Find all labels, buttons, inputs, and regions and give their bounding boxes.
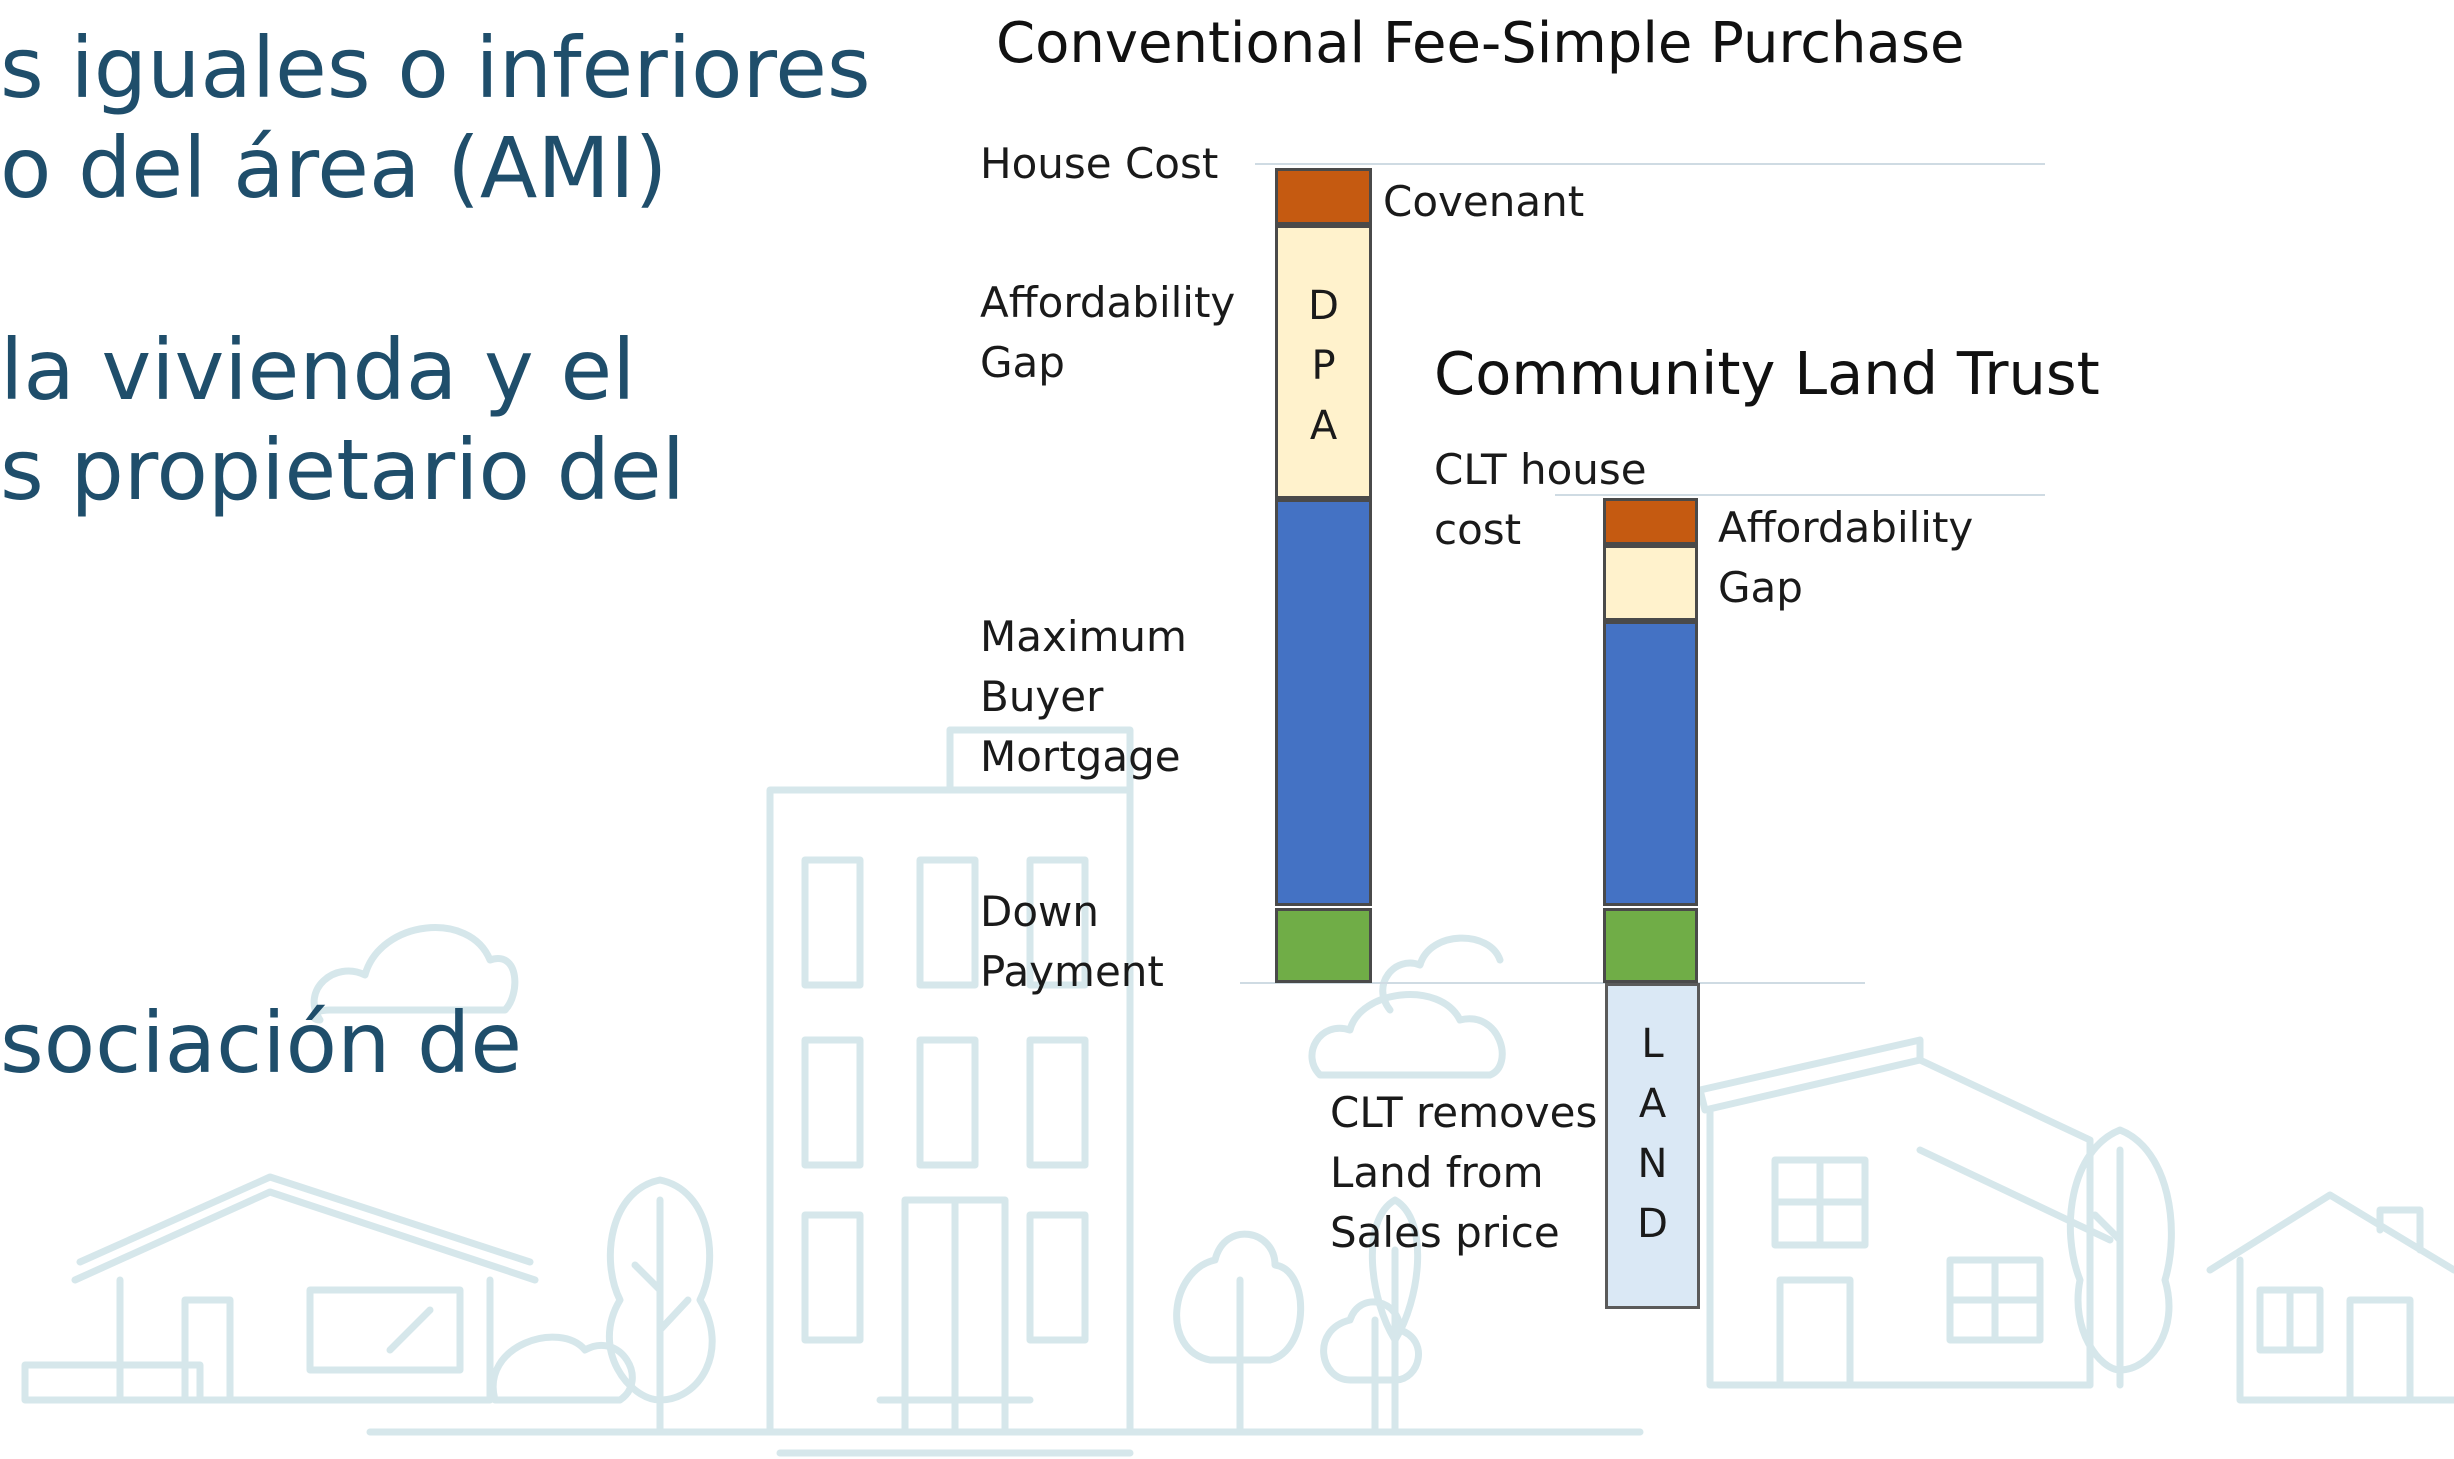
clt-affordability-gap-label-line: Affordability	[1718, 503, 1974, 552]
clt-house-cost-label-line: cost	[1434, 505, 1522, 554]
affordability-gap-label-line: Affordability	[980, 278, 1236, 327]
dpa-letter: P	[1311, 343, 1336, 389]
covenant-label: Covenant	[1383, 177, 1585, 226]
land-segment: L A N D	[1605, 983, 1700, 1309]
down-payment-label-line: Down	[980, 887, 1100, 936]
slide-text-line-5: sociación de	[0, 994, 523, 1092]
affordability-gap-label-line: Gap	[980, 338, 1065, 387]
conventional-title: Conventional Fee-Simple Purchase	[996, 11, 1965, 76]
land-letter: N	[1637, 1141, 1668, 1187]
clt-removes-land-label-line: Land from	[1330, 1148, 1544, 1197]
slide-text-line-1: s iguales o inferiores	[0, 19, 871, 117]
clt-affordability-gap-label: Affordability Gap	[1718, 498, 1973, 618]
clt-affordability-gap-label-line: Gap	[1718, 563, 1803, 612]
house-cost-line	[1255, 163, 2045, 165]
mortgage-segment	[1275, 499, 1372, 906]
clt-house-cost-label-line: CLT house	[1434, 445, 1647, 494]
slide-text-line-3: la vivienda y el	[0, 321, 636, 419]
max-mortgage-label-line: Mortgage	[980, 732, 1181, 781]
down-payment-label-line: Payment	[980, 947, 1164, 996]
clt-house-cost-label: CLT house cost	[1434, 440, 1647, 560]
clt-removes-land-label-line: Sales price	[1330, 1208, 1560, 1257]
land-letter: L	[1641, 1021, 1664, 1067]
covenant-segment	[1275, 168, 1372, 225]
max-mortgage-label-line: Maximum	[980, 612, 1187, 661]
slide-text-line-4: s propietario del	[0, 421, 685, 519]
clt-down-payment-segment	[1603, 908, 1698, 983]
land-letter: D	[1637, 1201, 1668, 1247]
clt-mortgage-segment	[1603, 621, 1698, 906]
max-mortgage-label-line: Buyer	[980, 672, 1104, 721]
max-mortgage-label: Maximum Buyer Mortgage	[980, 607, 1187, 787]
dpa-letter: A	[1309, 403, 1338, 449]
clt-title: Community Land Trust	[1434, 339, 2100, 408]
slide-text-line-2: o del área (AMI)	[0, 119, 668, 217]
house-cost-label: House Cost	[980, 139, 1219, 188]
clt-removes-land-label: CLT removes Land from Sales price	[1330, 1083, 1597, 1263]
affordability-gap-label: Affordability Gap	[980, 273, 1235, 393]
down-payment-segment	[1275, 908, 1372, 983]
clt-covenant-segment	[1603, 498, 1698, 545]
dpa-letter: D	[1308, 283, 1339, 329]
clt-house-cost-line	[1555, 494, 2045, 496]
baseline-line	[1240, 982, 1865, 984]
down-payment-label: Down Payment	[980, 882, 1164, 1002]
land-letter: A	[1638, 1081, 1667, 1127]
clt-gap-segment	[1603, 545, 1698, 621]
clt-removes-land-label-line: CLT removes	[1330, 1088, 1598, 1137]
dpa-segment: D P A	[1275, 225, 1372, 499]
